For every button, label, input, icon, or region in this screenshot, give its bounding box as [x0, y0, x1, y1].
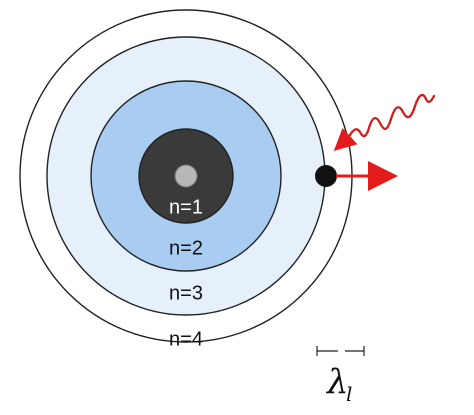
incoming-photon [333, 93, 436, 151]
lambda-symbol: λ [325, 362, 349, 402]
nucleus [174, 164, 198, 188]
lambda-subscript: l [346, 382, 352, 406]
lambda-indicator: λ l [316, 346, 365, 406]
orbit-label-n4: n=4 [169, 328, 203, 350]
orbit-label-n1: n=1 [169, 196, 203, 218]
electron-group [315, 161, 398, 191]
photon-wave [347, 93, 436, 139]
orbit-label-n2: n=2 [169, 237, 203, 259]
electron [315, 165, 337, 187]
orbit-rings [19, 9, 353, 343]
orbit-labels: n=1 n=2 n=3 n=4 [169, 196, 203, 350]
photon-arrow [333, 127, 358, 151]
orbit-label-n3: n=3 [169, 282, 203, 304]
